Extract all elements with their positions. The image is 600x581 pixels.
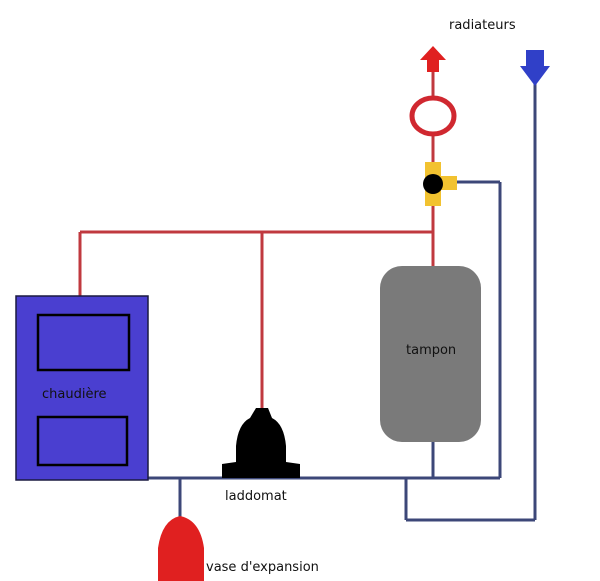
arrow-down-icon — [520, 50, 550, 86]
expansion-vessel-label: vase d'expansion — [206, 560, 319, 575]
boiler — [15, 295, 149, 481]
laddomat-label: laddomat — [225, 489, 287, 504]
hot-pipes — [78, 70, 435, 410]
boiler-label: chaudière — [42, 387, 107, 402]
three-way-valve-icon — [423, 162, 457, 206]
cold-pipes — [148, 84, 537, 522]
laddomat-pump-icon — [222, 408, 300, 478]
expansion-vessel-icon — [158, 516, 204, 581]
circulator-pump-icon — [409, 95, 457, 137]
arrow-up-icon — [420, 46, 446, 72]
radiators-label: radiateurs — [449, 18, 516, 33]
buffer-tank-label: tampon — [406, 343, 456, 358]
buffer-tank — [380, 266, 481, 442]
